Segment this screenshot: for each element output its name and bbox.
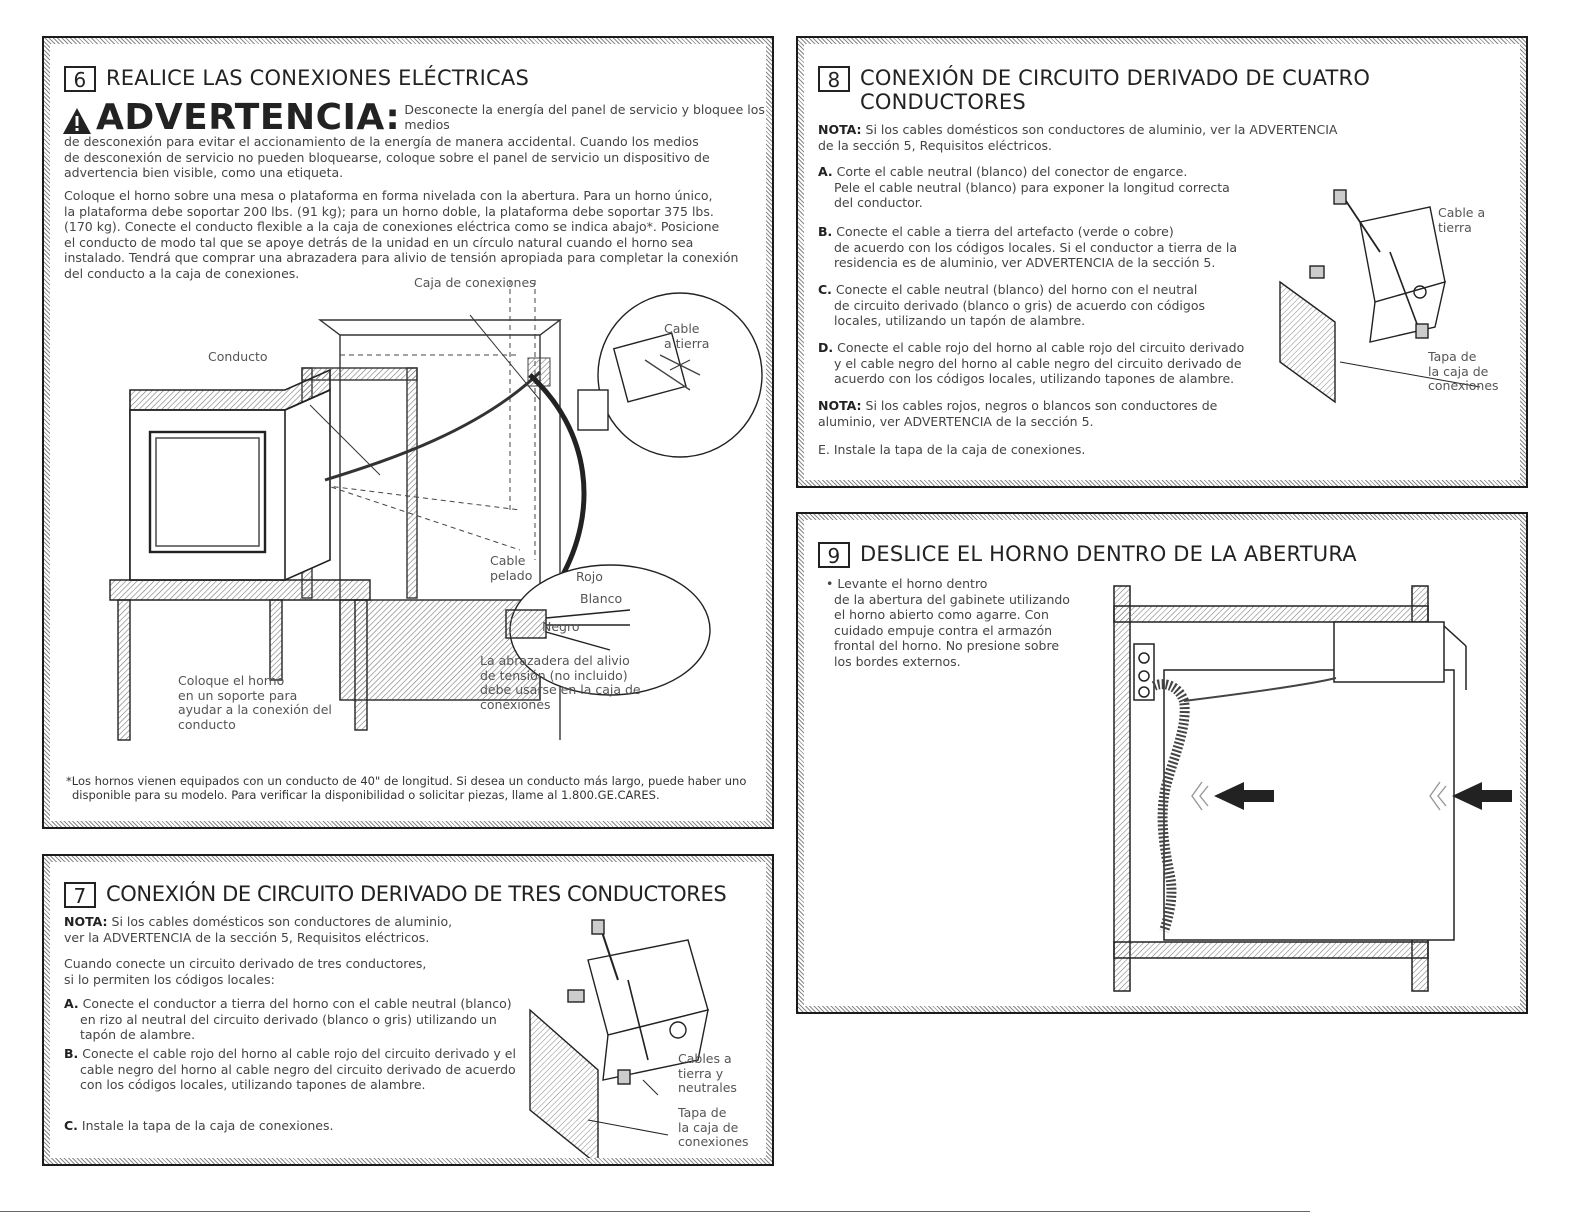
- section-9-panel: 9 DESLICE EL HORNO DENTRO DE LA ABERTURA…: [796, 512, 1528, 1014]
- warning-word: ADVERTENCIA:: [96, 97, 401, 138]
- section-title: REALICE LAS CONEXIONES ELÉCTRICAS: [106, 66, 530, 90]
- oven-installation-illustration: [109, 280, 763, 741]
- section-8-nota2: NOTA: Si los cables rojos, negros o blan…: [818, 398, 1218, 429]
- label-tapa-caja: Tapa de la caja de conexiones: [1428, 349, 1499, 393]
- four-wire-junction-box-illustration: [1279, 189, 1481, 404]
- section-title: CONEXIÓN DE CIRCUITO DERIVADO DE CUATRO …: [860, 66, 1371, 114]
- section-title: DESLICE EL HORNO DENTRO DE LA ABERTURA: [860, 542, 1357, 566]
- section-title: CONEXIÓN DE CIRCUITO DERIVADO DE TRES CO…: [106, 882, 727, 906]
- section-6-content: 6 REALICE LAS CONEXIONES ELÉCTRICAS ADVE…: [50, 44, 766, 821]
- stripped-cable-circle: [505, 564, 711, 696]
- step-number: 8: [818, 66, 850, 92]
- section-8-step-b: B. Conecte el cable a tierra del artefac…: [818, 224, 1237, 271]
- label-cable-tierra: Cable a tierra: [1438, 205, 1486, 235]
- section-7-nota: NOTA: Si los cables domésticos son condu…: [64, 914, 453, 945]
- section-8-step-d: D. Conecte el cable rojo del horno al ca…: [818, 340, 1245, 387]
- section-8-step-e: E. Instale la tapa de la caja de conexio…: [818, 442, 1086, 457]
- label-cable-pelado: Cable pelado: [490, 553, 533, 583]
- warning-line-0: Desconecte la energía del panel de servi…: [404, 102, 765, 132]
- label-rojo: Rojo: [576, 569, 603, 584]
- warning-triangle-icon: [63, 108, 91, 134]
- step-number: 7: [64, 882, 96, 908]
- section-6-heading: 6 REALICE LAS CONEXIONES ELÉCTRICAS: [64, 66, 529, 92]
- section-7-intro: Cuando conecte un circuito derivado de t…: [64, 956, 427, 987]
- label-cable-tierra: Cable a tierra: [664, 321, 710, 351]
- label-cables-tierra-neutrales: Cables a tierra y neutrales: [678, 1051, 737, 1095]
- label-abrazadera: La abrazadera del alivio de tensión (no …: [480, 653, 641, 712]
- section-7-step-c: C. Instale la tapa de la caja de conexio…: [64, 1118, 334, 1133]
- section-9-content: 9 DESLICE EL HORNO DENTRO DE LA ABERTURA…: [804, 520, 1520, 1006]
- label-soporte: Coloque el horno en un soporte para ayud…: [178, 673, 332, 732]
- warning-row: ADVERTENCIA: Desconecte la energía del p…: [62, 100, 766, 136]
- oven-sliding-illustration: [1113, 585, 1512, 992]
- section-7-panel: 7 CONEXIÓN DE CIRCUITO DERIVADO DE TRES …: [42, 854, 774, 1166]
- section-9-heading: 9 DESLICE EL HORNO DENTRO DE LA ABERTURA: [818, 542, 1357, 568]
- label-tapa-caja: Tapa de la caja de conexiones: [678, 1105, 749, 1149]
- section-8-content: 8 CONEXIÓN DE CIRCUITO DERIVADO DE CUATR…: [804, 44, 1520, 480]
- three-wire-junction-box-illustration: [529, 919, 709, 1158]
- section-8-step-c: C. Conecte el cable neutral (blanco) del…: [818, 282, 1205, 329]
- step-number: 9: [818, 542, 850, 568]
- section-8-panel: 8 CONEXIÓN DE CIRCUITO DERIVADO DE CUATR…: [796, 36, 1528, 488]
- page-bottom-rule: [0, 1211, 1310, 1212]
- section-7-heading: 7 CONEXIÓN DE CIRCUITO DERIVADO DE TRES …: [64, 882, 727, 908]
- coiled-conduit: [1151, 679, 1190, 933]
- section-8-step-a: A. Corte el cable neutral (blanco) del c…: [818, 164, 1230, 211]
- section-8-heading: 8 CONEXIÓN DE CIRCUITO DERIVADO DE CUATR…: [818, 66, 1370, 114]
- label-caja-conexiones: Caja de conexiones: [414, 275, 536, 290]
- section-6-panel: 6 REALICE LAS CONEXIONES ELÉCTRICAS ADVE…: [42, 36, 774, 829]
- section-7-step-b: B. Conecte el cable rojo del horno al ca…: [64, 1046, 516, 1093]
- stand-drawing: [109, 579, 371, 741]
- label-negro: Negro: [542, 619, 580, 634]
- step-number: 6: [64, 66, 96, 92]
- footnote: *Los hornos vienen equipados con un cond…: [66, 774, 747, 802]
- section-9-bullet: • Levante el horno dentro de la abertura…: [826, 576, 1070, 669]
- section-7-content: 7 CONEXIÓN DE CIRCUITO DERIVADO DE TRES …: [50, 862, 766, 1158]
- section-7-step-a: A. Conecte el conductor a tierra del hor…: [64, 996, 512, 1043]
- label-conducto: Conducto: [208, 349, 268, 364]
- junction-box-circle: [577, 292, 763, 458]
- oven-drawing: [129, 368, 331, 581]
- label-blanco: Blanco: [580, 591, 623, 606]
- section-6-body: Coloque el horno sobre una mesa o plataf…: [64, 188, 739, 281]
- section-8-nota: NOTA: Si los cables domésticos son condu…: [818, 122, 1338, 153]
- warning-text: de desconexión para evitar el accionamie…: [64, 134, 710, 181]
